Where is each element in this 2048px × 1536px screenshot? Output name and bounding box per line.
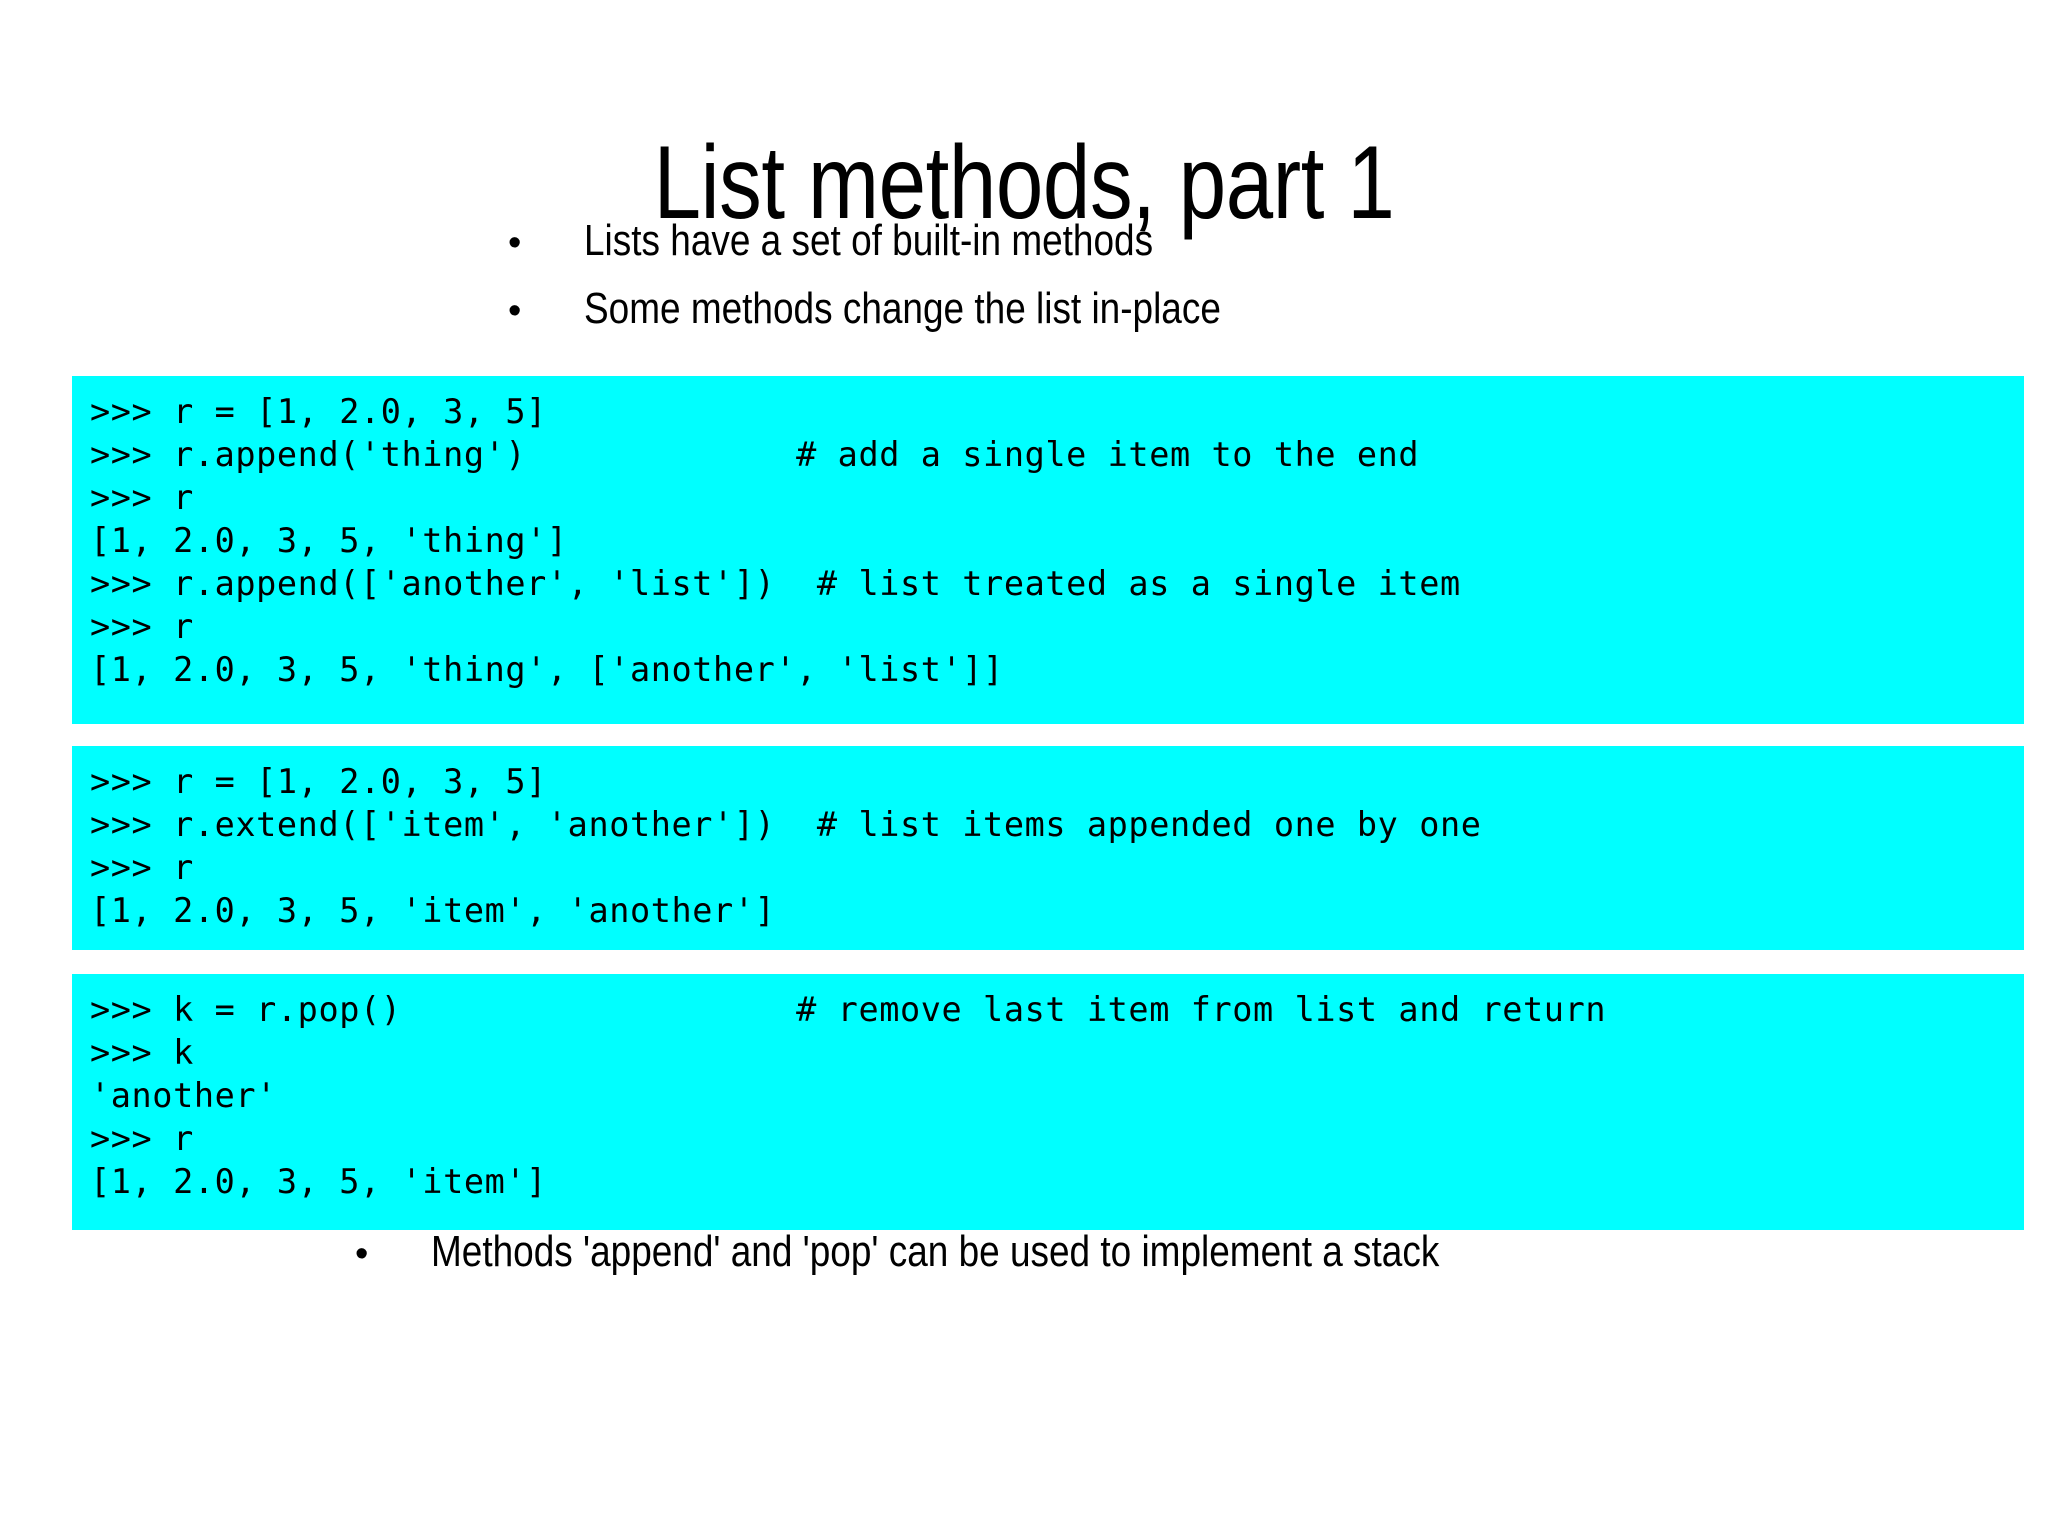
list-item: • Methods 'append' and 'pop' can be used…	[355, 1218, 1855, 1286]
code-line: >>> r	[90, 606, 194, 646]
code-line: 'another'	[90, 1075, 277, 1115]
code-block-extend: >>> r = [1, 2.0, 3, 5]>>> r.extend(['ite…	[72, 745, 2024, 950]
code-line: >>> r	[90, 477, 194, 517]
code-line: >>> r.append('thing') # add a single ite…	[90, 434, 1420, 474]
bottom-bullet-list: • Methods 'append' and 'pop' can be used…	[355, 1218, 1855, 1286]
list-item-label: Methods 'append' and 'pop' can be used t…	[431, 1227, 1440, 1276]
bullet-icon: •	[355, 1233, 369, 1275]
list-item: • Some methods change the list in-place	[508, 275, 1808, 343]
code-line: >>> r	[90, 1118, 194, 1158]
code-line: [1, 2.0, 3, 5, 'thing']	[90, 520, 568, 560]
code-line: >>> r = [1, 2.0, 3, 5]	[90, 761, 547, 801]
page-title: List methods, part 1	[653, 124, 1395, 241]
bullet-icon: •	[508, 222, 522, 264]
code-line: >>> r	[90, 847, 194, 887]
list-item-label: Some methods change the list in-place	[584, 284, 1221, 333]
code-line: >>> r = [1, 2.0, 3, 5]	[90, 391, 547, 431]
code-line: [1, 2.0, 3, 5, 'item']	[90, 1161, 547, 1201]
bullet-icon: •	[508, 290, 522, 332]
code-block-append: >>> r = [1, 2.0, 3, 5]>>> r.append('thin…	[72, 375, 2024, 724]
code-line: >>> r.extend(['item', 'another']) # list…	[90, 804, 1482, 844]
code-line: >>> k	[90, 1032, 194, 1072]
list-item-label: Lists have a set of built-in methods	[584, 216, 1154, 265]
code-block-pop: >>> k = r.pop() # remove last item from …	[72, 973, 2024, 1230]
code-line: >>> r.append(['another', 'list']) # list…	[90, 563, 1461, 603]
code-line: [1, 2.0, 3, 5, 'thing', ['another', 'lis…	[90, 649, 1004, 689]
code-line: [1, 2.0, 3, 5, 'item', 'another']	[90, 890, 776, 930]
top-bullet-list: • Lists have a set of built-in methods •…	[508, 207, 1808, 343]
code-line: >>> k = r.pop() # remove last item from …	[90, 989, 1607, 1029]
list-item: • Lists have a set of built-in methods	[508, 207, 1808, 275]
